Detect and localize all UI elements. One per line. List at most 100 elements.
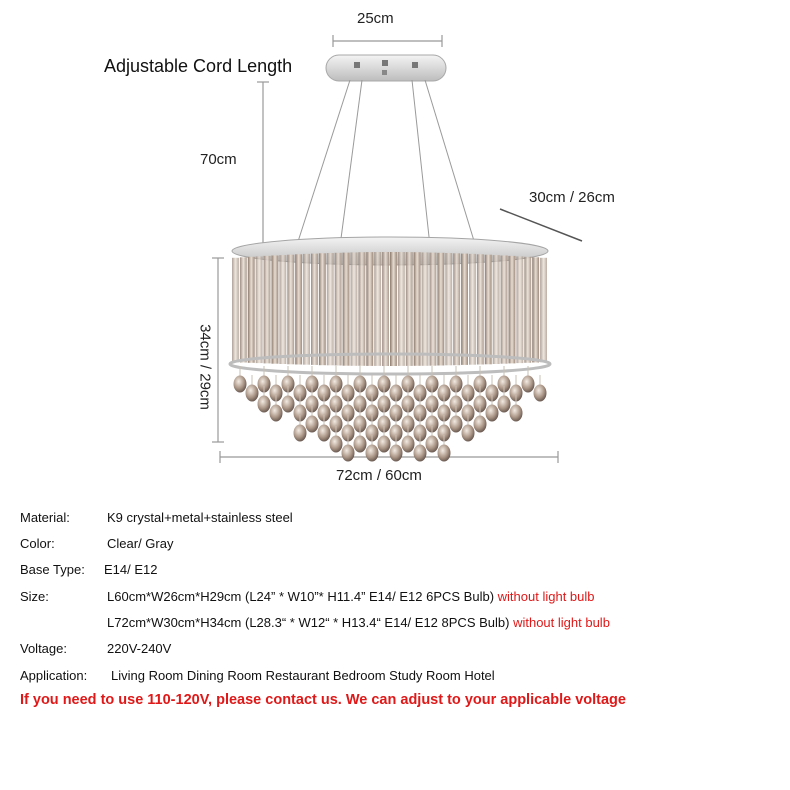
- crystal-drop: [509, 384, 523, 402]
- spec-value: L72cm*W30cm*H34cm (L28.3“ * W12“ * H13.4…: [107, 615, 510, 630]
- crystal-drop: [389, 444, 403, 462]
- crystal-drop: [497, 375, 511, 393]
- crystal-drop: [293, 384, 307, 402]
- crystal-prism: [421, 252, 429, 366]
- spec-label: Material:: [20, 510, 70, 525]
- crystal-drop: [461, 384, 475, 402]
- crystal-drop: [329, 435, 343, 453]
- crystal-prism: [397, 252, 405, 366]
- crystal-prism: [326, 253, 334, 366]
- crystal-drop: [389, 384, 403, 402]
- crystal-drop: [377, 375, 391, 393]
- crystal-drop: [353, 415, 367, 433]
- canopy-width-label: 25cm: [357, 10, 394, 27]
- crystal-drop: [425, 395, 439, 413]
- spec-value: 220V-240V: [107, 641, 172, 656]
- crystal-drop: [401, 415, 415, 433]
- crystal-drop: [413, 404, 427, 422]
- crystal-drop: [329, 395, 343, 413]
- crystal-drop: [533, 384, 547, 402]
- spec-note: without light bulb: [497, 589, 595, 604]
- spec-label: Application:: [20, 668, 88, 683]
- crystal-prism: [247, 256, 255, 363]
- crystal-drop: [341, 384, 355, 402]
- crystal-drop: [305, 375, 319, 393]
- crystal-prism: [492, 255, 500, 364]
- crystal-drop: [425, 435, 439, 453]
- crystal-drops: [233, 366, 547, 462]
- crystal-drop: [473, 415, 487, 433]
- crystal-drop: [317, 404, 331, 422]
- spec-value: Clear/ Gray: [107, 536, 174, 551]
- crystal-drop: [437, 404, 451, 422]
- crystal-drop: [245, 384, 259, 402]
- crystal-prism: [500, 255, 508, 364]
- crystal-drop: [233, 375, 247, 393]
- crystal-drop: [377, 435, 391, 453]
- crystal-drop: [365, 424, 379, 442]
- crystal-prism: [334, 252, 342, 366]
- crystal-drop: [425, 375, 439, 393]
- crystal-prism: [358, 252, 366, 366]
- crystal-prism: [342, 252, 350, 366]
- crystal-drop: [389, 424, 403, 442]
- crystal-prism: [303, 253, 310, 365]
- crystal-drop: [353, 435, 367, 453]
- crystal-prism: [382, 252, 389, 366]
- crystal-drop: [413, 384, 427, 402]
- crystal-drop: [437, 384, 451, 402]
- crystal-prism: [429, 252, 437, 366]
- crystal-prism: [279, 255, 287, 364]
- crystal-drop: [425, 415, 439, 433]
- crystal-drop: [485, 404, 499, 422]
- crystal-drop: [341, 404, 355, 422]
- crystal-prism: [255, 256, 263, 364]
- cord-length-title: Adjustable Cord Length: [104, 56, 293, 76]
- crystal-drop: [401, 395, 415, 413]
- crystal-drop: [401, 375, 415, 393]
- spec-label: Voltage:: [20, 641, 67, 656]
- crystal-drop: [449, 415, 463, 433]
- crystal-drop: [461, 404, 475, 422]
- crystal-prisms: [232, 252, 547, 366]
- height-label: 34cm / 29cm: [196, 324, 214, 410]
- spec-value: Living Room Dining Room Restaurant Bedro…: [111, 668, 495, 683]
- crystal-prism: [239, 257, 247, 363]
- crystal-prism: [540, 257, 547, 363]
- crystal-prism: [453, 253, 461, 366]
- crystal-drop: [281, 375, 295, 393]
- depth-label: 30cm / 26cm: [529, 189, 615, 206]
- crystal-prism: [445, 253, 453, 366]
- crystal-prism: [350, 252, 358, 366]
- crystal-prism: [484, 254, 492, 365]
- crystal-drop: [281, 395, 295, 413]
- cord-length-label: 70cm: [200, 151, 237, 168]
- width-label: 72cm / 60cm: [336, 467, 422, 484]
- crystal-drop: [521, 375, 535, 393]
- canopy: [325, 54, 447, 82]
- crystal-prism: [405, 252, 413, 366]
- voltage-notice: If you need to use 110-120V, please cont…: [20, 692, 626, 708]
- spec-value: L60cm*W26cm*H29cm (L24” * W10”* H11.4” E…: [107, 589, 495, 604]
- crystal-prism: [508, 255, 516, 364]
- spec-label: Size:: [20, 589, 49, 604]
- crystal-prism: [295, 254, 303, 365]
- crystal-prism: [287, 254, 295, 365]
- crystal-drop: [449, 395, 463, 413]
- crystal-prism: [374, 252, 382, 366]
- crystal-prism: [437, 252, 445, 366]
- crystal-drop: [329, 415, 343, 433]
- crystal-prism: [263, 255, 271, 364]
- crystal-drop: [269, 404, 283, 422]
- crystal-drop: [305, 395, 319, 413]
- crystal-drop: [413, 424, 427, 442]
- crystal-drop: [473, 395, 487, 413]
- spec-label: Color:: [20, 536, 55, 551]
- crystal-drop: [365, 384, 379, 402]
- crystal-drop: [293, 404, 307, 422]
- crystal-drop: [257, 375, 271, 393]
- crystal-drop: [497, 395, 511, 413]
- crystal-prism: [271, 255, 279, 364]
- crystal-drop: [377, 415, 391, 433]
- crystal-prism: [532, 257, 540, 363]
